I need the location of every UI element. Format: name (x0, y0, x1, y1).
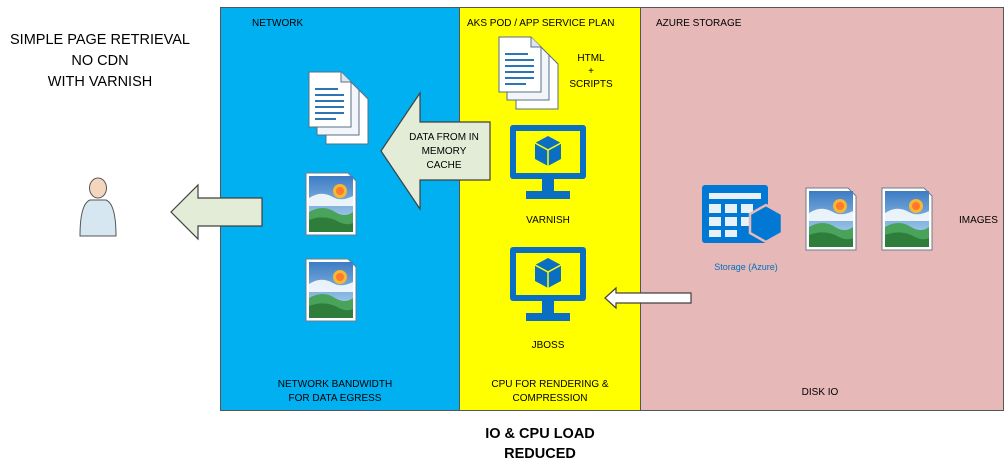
image-icon (805, 187, 857, 251)
footer-line-2: REDUCED (504, 446, 576, 462)
title-line-3: WITH VARNISH (47, 74, 153, 90)
storage-label: Storage (Azure) (714, 262, 778, 272)
aks-panel-label: AKS POD / APP SERVICE PLAN (467, 18, 615, 29)
cache-data-label: DATA FROM IN MEMORY CACHE (409, 132, 479, 171)
network-panel-label: NETWORK (252, 18, 304, 29)
title-line-1: SIMPLE PAGE RETRIEVAL (10, 32, 190, 48)
aks-panel-footer: CPU FOR RENDERING & COMPRESSION (491, 379, 609, 404)
user-icon (79, 177, 117, 237)
jboss-label: JBOSS (531, 340, 565, 351)
varnish-label: VARNISH (526, 215, 570, 226)
html-documents-icon (498, 36, 559, 110)
storage-to-jboss-arrow (604, 286, 692, 310)
diagram-footer: IO & CPU LOAD REDUCED (430, 424, 650, 464)
html-scripts-label: HTML + SCRIPTS (569, 53, 613, 90)
network-panel-footer: NETWORK BANDWIDTH FOR DATA EGRESS (277, 379, 393, 404)
azure-storage-panel-footer: DISK IO (801, 387, 839, 398)
image-icon (305, 258, 357, 322)
footer-line-1: IO & CPU LOAD (485, 426, 595, 442)
varnish-monitor-icon (508, 123, 588, 205)
images-label: IMAGES (959, 215, 998, 226)
jboss-monitor-icon (508, 245, 588, 327)
image-icon (881, 187, 933, 251)
diagram-title: SIMPLE PAGE RETRIEVAL NO CDN WITH VARNIS… (0, 30, 200, 93)
documents-icon (308, 71, 369, 145)
arrow-to-user (170, 183, 263, 241)
azure-storage-panel-label: AZURE STORAGE (656, 18, 742, 29)
image-icon (305, 172, 357, 236)
storage-icon (702, 185, 784, 244)
cache-data-arrow (380, 91, 491, 211)
title-line-2: NO CDN (71, 53, 129, 69)
